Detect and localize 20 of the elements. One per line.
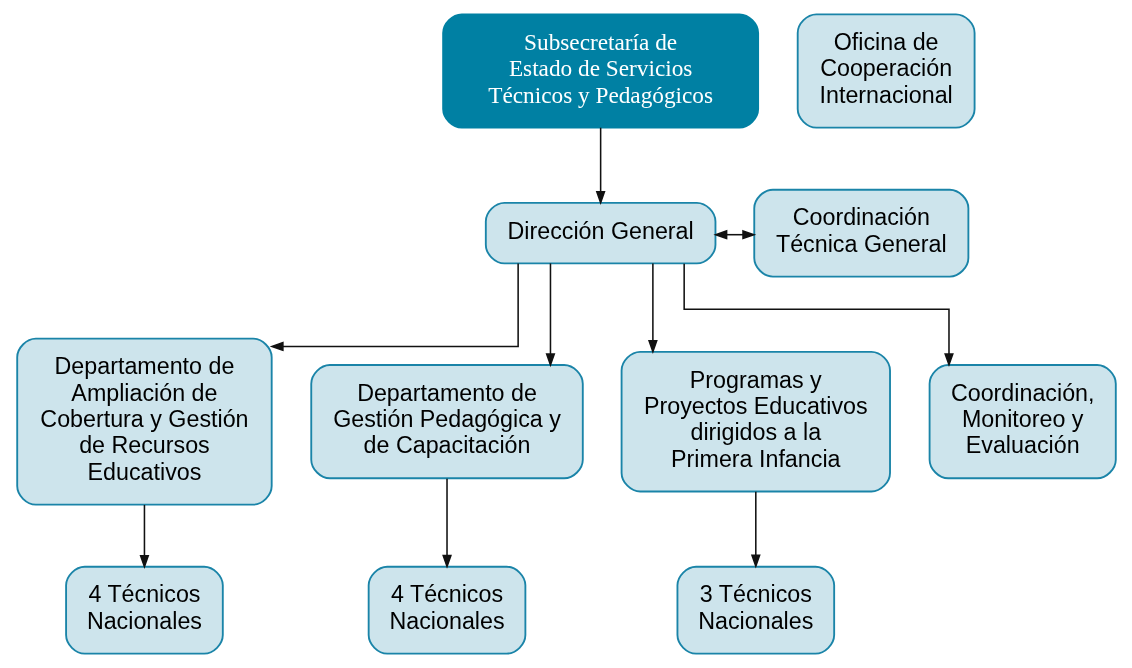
node-box: Coordinación Técnica General xyxy=(752,188,969,278)
node-box: Dirección General xyxy=(484,201,716,265)
node-box: 4 Técnicos Nacionales xyxy=(367,565,526,655)
node-box: Coordinación, Monitoreo y Evaluación xyxy=(928,364,1117,480)
node-box: Departamento de Gestión Pedagógica y de Capacitación xyxy=(309,364,584,480)
node-box: 4 Técnicos Nacionales xyxy=(64,565,224,655)
arrow xyxy=(595,126,606,205)
arrow xyxy=(139,504,149,569)
node-box: Oficina de Cooperación Internacional xyxy=(796,13,975,129)
node-box: 3 Técnicos Nacionales xyxy=(676,565,835,655)
arrow xyxy=(441,477,452,569)
arrow xyxy=(712,229,756,240)
arrow xyxy=(682,262,954,368)
arrow xyxy=(269,262,519,352)
arrow xyxy=(545,262,555,368)
node-box: Subsecretaría de Estado de Servicios Técnicos y Pedagógicos xyxy=(441,13,759,129)
arrow xyxy=(647,262,658,354)
node-box: Departamento de Ampliación de Cobertura y Gestión de Recursos Educativos xyxy=(15,337,273,506)
node-box: Programas y Proyectos Educativos dirigidos a la Primera Infancia xyxy=(620,350,891,493)
arrow xyxy=(750,491,761,569)
